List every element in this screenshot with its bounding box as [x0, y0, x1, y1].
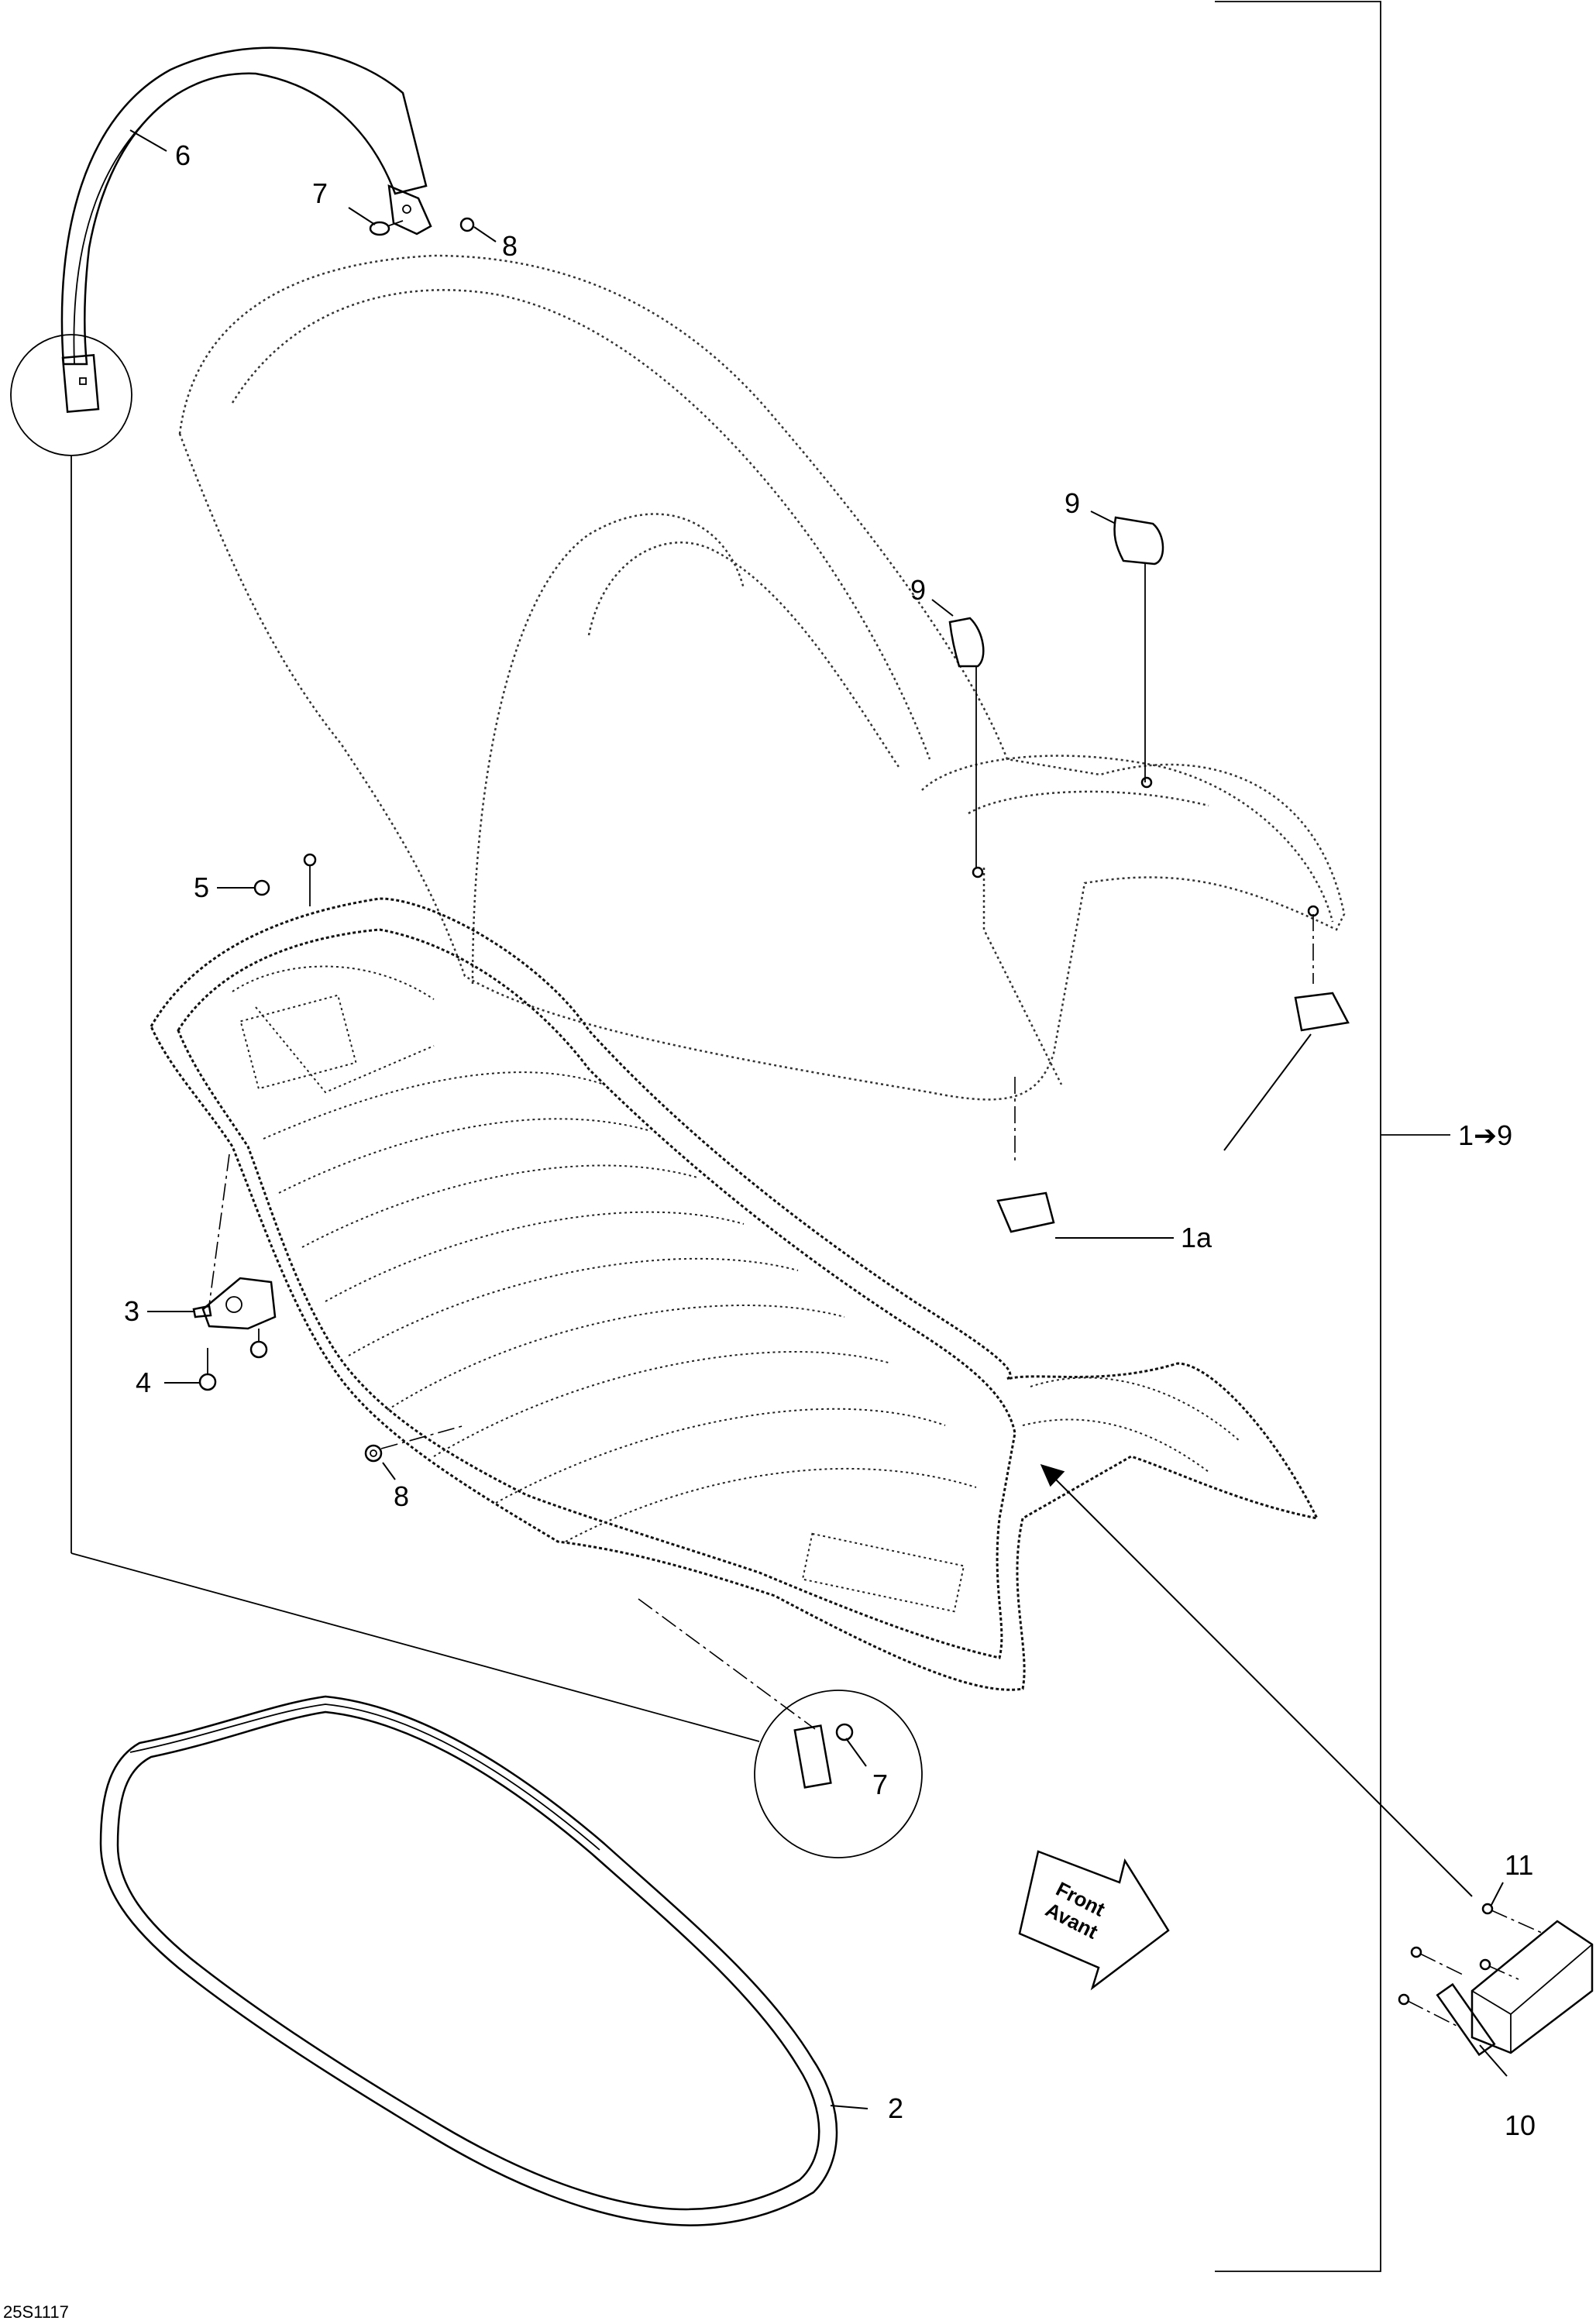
- module: [1398, 1903, 1594, 2057]
- callout-1a: 1a: [1181, 1222, 1212, 1253]
- reference-code: 25S1117: [3, 2302, 69, 2322]
- callout-9-b: 9: [910, 574, 926, 606]
- leader-lines: [129, 129, 1508, 2109]
- seat-cushion: [178, 254, 1346, 1101]
- callout-10: 10: [1505, 2109, 1536, 2141]
- assembly-bracket: [1215, 1, 1450, 2272]
- callout-6: 6: [175, 139, 191, 171]
- strap: [60, 46, 432, 413]
- callout-7-bottom: 7: [872, 1769, 888, 1800]
- callout-7-top: 7: [312, 177, 328, 209]
- callout-11: 11: [1505, 1849, 1533, 1881]
- callout-9-a: 9: [1065, 487, 1080, 519]
- callout-1-9: 1➔9: [1458, 1119, 1512, 1151]
- seal: [99, 1695, 838, 2226]
- front-direction-arrow: Front Avant: [1018, 1850, 1170, 1991]
- callout-8-top: 8: [502, 230, 518, 262]
- callout-8-bottom: 8: [394, 1480, 409, 1512]
- seat-base: [150, 897, 1319, 1691]
- hardware: [192, 217, 816, 1730]
- callout-2: 2: [888, 2092, 903, 2124]
- callouts: 6 7 8 9 9 5 1➔9 1a 3 4 8 7 11 2 10: [124, 139, 1536, 2141]
- callout-4: 4: [136, 1367, 151, 1398]
- bumpers: [948, 516, 1350, 1233]
- detail-circles: [10, 334, 923, 1858]
- callout-5: 5: [194, 871, 209, 903]
- callout-3: 3: [124, 1295, 139, 1327]
